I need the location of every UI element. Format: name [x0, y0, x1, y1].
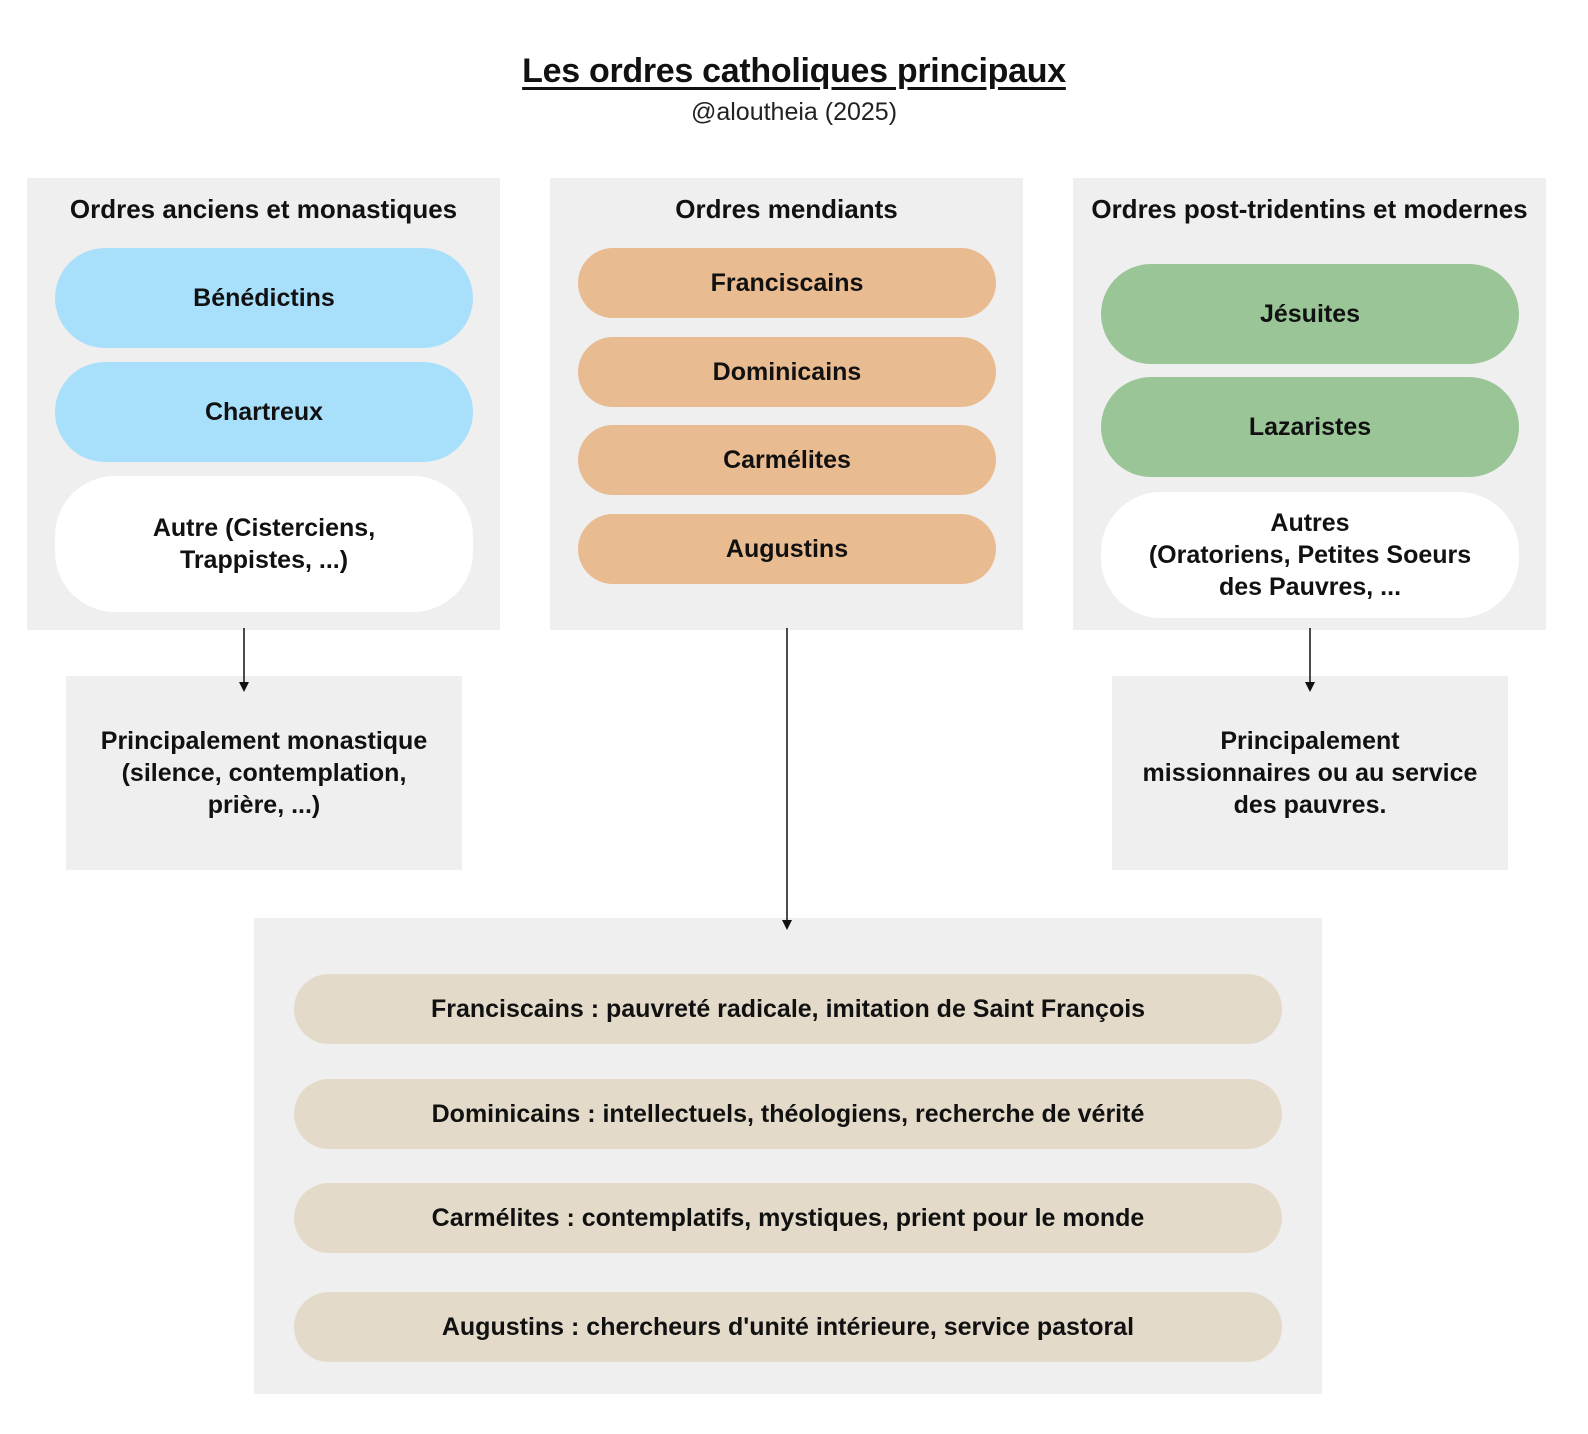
diagram-subtitle: @aloutheia (2025)	[690, 98, 898, 126]
detail-carmelites: Carmélites : contemplatifs, mystiques, p…	[294, 1183, 1282, 1253]
order-benedictins: Bénédictins	[55, 248, 473, 348]
note-modern: Principalement missionnaires ou au servi…	[1112, 676, 1508, 870]
order-lazaristes: Lazaristes	[1101, 377, 1519, 477]
arrowhead-modern	[1305, 682, 1315, 692]
panel-modern: Ordres post-tridentins et modernes Jésui…	[1073, 178, 1546, 630]
order-dominicains: Dominicains	[578, 337, 996, 407]
panel-monastic: Ordres anciens et monastiques Bénédictin…	[27, 178, 500, 630]
order-augustins: Augustins	[578, 514, 996, 584]
order-monastic-other: Autre (Cisterciens, Trappistes, ...)	[55, 476, 473, 612]
order-jesuites: Jésuites	[1101, 264, 1519, 364]
detail-augustins: Augustins : chercheurs d'unité intérieur…	[294, 1292, 1282, 1362]
order-franciscains: Franciscains	[578, 248, 996, 318]
panel-monastic-title: Ordres anciens et monastiques	[69, 194, 458, 224]
diagram-title: Les ordres catholiques principaux	[522, 52, 1066, 90]
order-carmelites: Carmélites	[578, 425, 996, 495]
arrowhead-mendicant	[782, 920, 792, 930]
panel-modern-title: Ordres post-tridentins et modernes	[1091, 194, 1528, 224]
order-chartreux: Chartreux	[55, 362, 473, 462]
panel-mendicant-title: Ordres mendiants	[675, 194, 898, 224]
arrowhead-monastic	[239, 682, 249, 692]
order-modern-other: Autres (Oratoriens, Petites Soeurs des P…	[1101, 492, 1519, 618]
panel-mendicant-details: Franciscains : pauvreté radicale, imitat…	[254, 918, 1322, 1394]
panel-mendicant: Ordres mendiants Franciscains Dominicain…	[550, 178, 1023, 630]
detail-franciscains: Franciscains : pauvreté radicale, imitat…	[294, 974, 1282, 1044]
detail-dominicains: Dominicains : intellectuels, théologiens…	[294, 1079, 1282, 1149]
note-monastic: Principalement monastique (silence, cont…	[66, 676, 462, 870]
